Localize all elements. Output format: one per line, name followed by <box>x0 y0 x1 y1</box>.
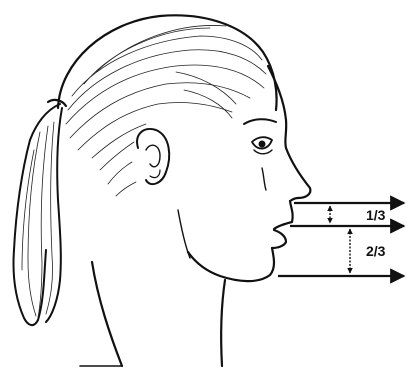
upper-third-label: 1/3 <box>366 207 386 223</box>
pupil-icon <box>259 141 266 148</box>
upper-lip <box>274 201 293 229</box>
neck-front <box>221 280 225 366</box>
lower-lid <box>254 150 272 154</box>
neck-back <box>92 262 122 366</box>
lower-lip <box>272 230 286 248</box>
ear-group <box>137 129 169 184</box>
ponytail-inner <box>46 108 62 322</box>
head-illustration <box>58 15 310 366</box>
cheek-line <box>178 210 190 258</box>
ear-outline <box>137 129 169 184</box>
eye-group <box>244 119 276 154</box>
hair-outline <box>58 15 277 110</box>
lower-two-thirds-label: 2/3 <box>366 243 386 259</box>
chin-jaw <box>188 248 274 281</box>
eyebrow <box>244 119 276 124</box>
ear-lobe <box>150 170 160 178</box>
cheek-crease <box>262 168 266 190</box>
ponytail <box>13 100 66 325</box>
nose-profile <box>286 148 310 201</box>
ear-inner <box>146 145 160 167</box>
measurement-lines: 1/3 2/3 <box>278 203 404 276</box>
